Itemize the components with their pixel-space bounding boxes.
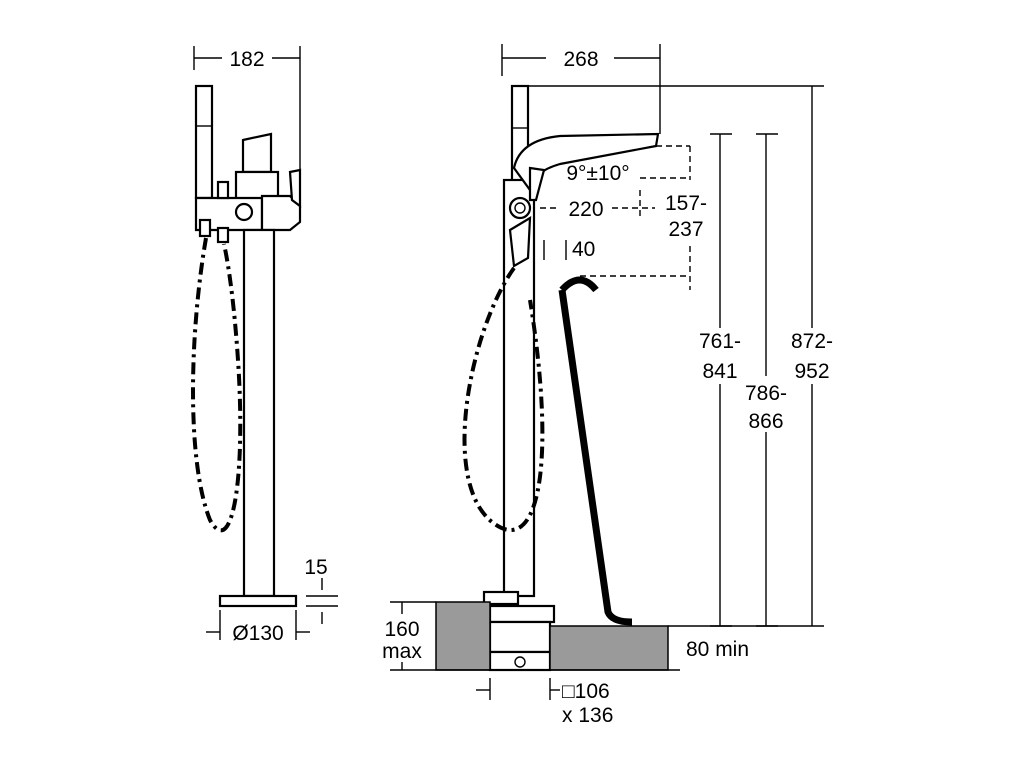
reach-label: 220 — [568, 198, 603, 221]
tilt-label: 9°±10° — [566, 162, 629, 185]
side-base-plate — [218, 594, 298, 608]
h2-label-bottom: 866 — [748, 410, 783, 433]
front-handle — [508, 196, 532, 220]
front-width-label: 268 — [563, 48, 598, 71]
side-hose — [191, 237, 243, 533]
floor-thickness-label: 80 min — [686, 638, 749, 661]
mixer-handle — [241, 132, 273, 174]
h3-label-top: 872- — [791, 330, 833, 353]
floor-right — [549, 625, 669, 671]
floor-left — [435, 601, 491, 671]
box-label-bottom: x 136 — [562, 704, 613, 727]
side-column — [242, 228, 276, 598]
box-label-top: □106 — [562, 680, 610, 703]
handle-offset-label: 40 — [572, 238, 595, 261]
h3-label-bottom: 952 — [794, 360, 829, 383]
recess-label-bottom: max — [382, 640, 422, 663]
front-hose — [462, 266, 545, 532]
h1-label-bottom: 841 — [702, 360, 737, 383]
side-view: 182 15 Ø130 — [191, 46, 338, 645]
h1-label-top: 761- — [699, 330, 741, 353]
h2-label-top: 786- — [745, 382, 787, 405]
front-view: 268 9°±10° 22 — [382, 44, 833, 727]
spout-height-label-top: 157- — [665, 192, 707, 215]
side-base-diameter-label: Ø130 — [232, 622, 283, 645]
side-base-height-label: 15 — [304, 556, 327, 579]
spout-height-label-bottom: 237 — [668, 218, 703, 241]
hand-shower — [194, 84, 214, 200]
recess-label-top: 160 — [384, 618, 419, 641]
side-width-label: 182 — [229, 48, 264, 71]
